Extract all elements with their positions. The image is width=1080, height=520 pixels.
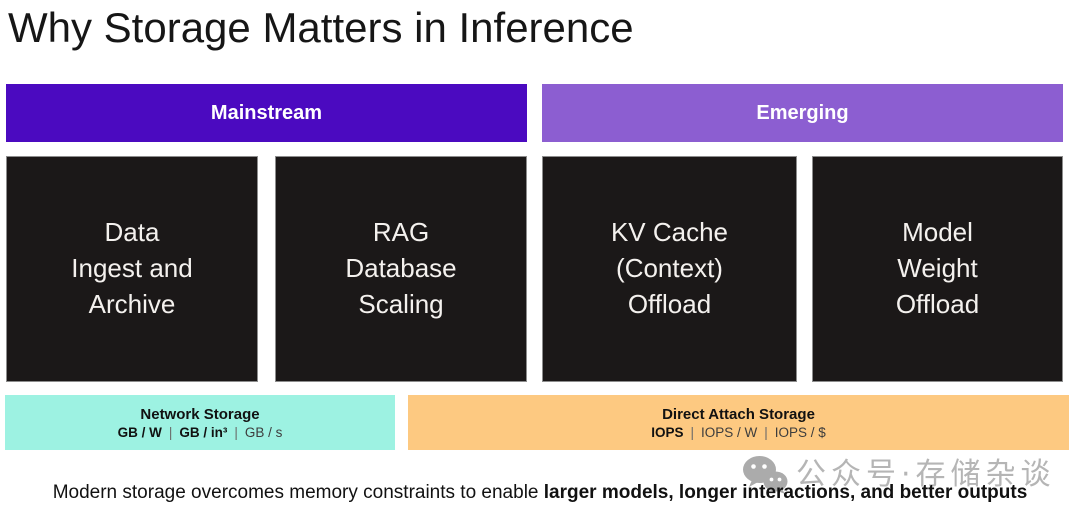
- watermark: 公众号·存储杂谈: [742, 455, 1056, 495]
- page-title: Why Storage Matters in Inference: [8, 4, 634, 51]
- metric-gb-per-s: GB / s: [244, 424, 283, 440]
- metric-separator: |: [168, 424, 173, 440]
- usecase-box-data-ingest: Data Ingest and Archive: [6, 156, 258, 382]
- metric-separator: |: [234, 424, 238, 440]
- metric-gb-per-w: GB / W: [117, 424, 162, 440]
- usecase-box-rag-database: RAG Database Scaling: [275, 156, 527, 382]
- storage-bar-network: Network Storage GB / W | GB / in³ | GB /…: [5, 395, 395, 450]
- metric-gb-per-in3: GB / in³: [179, 424, 228, 440]
- metric-iops-per-w: IOPS / W: [700, 424, 758, 440]
- usecase-box-model-weight: Model Weight Offload: [812, 156, 1063, 382]
- storage-bar-network-metrics: GB / W | GB / in³ | GB / s: [118, 425, 283, 440]
- storage-bar-direct-attach: Direct Attach Storage IOPS | IOPS / W | …: [408, 395, 1069, 450]
- metric-separator: |: [690, 424, 694, 440]
- footer-takeaway-normal: Modern storage overcomes memory constrai…: [52, 482, 544, 503]
- usecase-box-kv-cache: KV Cache (Context) Offload: [542, 156, 797, 382]
- category-header-mainstream-label: Mainstream: [210, 101, 323, 124]
- storage-bar-network-title: Network Storage: [140, 405, 260, 423]
- footer-takeaway: Modern storage overcomes memory constrai…: [0, 482, 1080, 504]
- metric-iops-per-dollar: IOPS / $: [774, 424, 826, 440]
- metric-iops: IOPS: [651, 424, 684, 440]
- storage-bar-direct-metrics: IOPS | IOPS / W | IOPS / $: [651, 425, 826, 440]
- category-header-emerging-label: Emerging: [756, 101, 849, 124]
- watermark-text: 公众号·存储杂谈: [796, 457, 1056, 492]
- metric-separator: |: [764, 424, 768, 440]
- category-header-mainstream: Mainstream: [6, 84, 527, 142]
- footer-takeaway-bold: larger models, longer interactions, and …: [543, 482, 1028, 503]
- storage-bar-direct-title: Direct Attach Storage: [662, 405, 815, 423]
- wechat-icon: [743, 456, 788, 494]
- category-header-emerging: Emerging: [542, 84, 1063, 142]
